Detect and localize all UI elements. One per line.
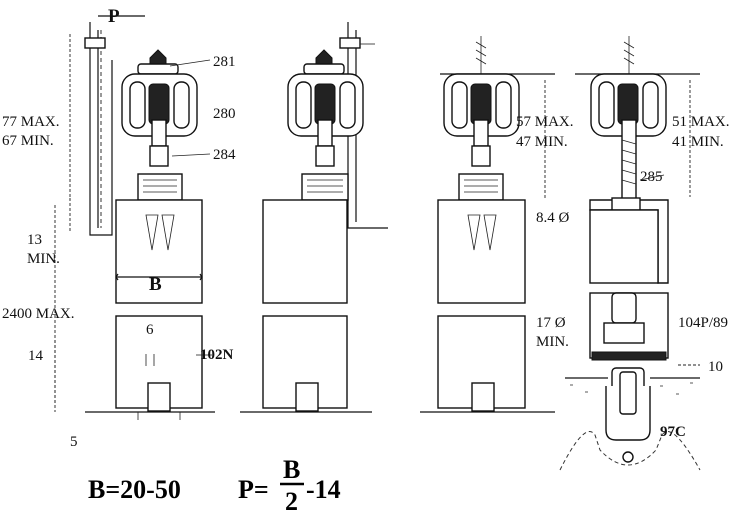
label-57-max: 57 MAX.: [516, 114, 574, 130]
formula: B=20-50 P= B 2 -14: [88, 455, 341, 515]
label-77-max: 77 MAX.: [2, 114, 60, 130]
figure-3-ceiling-mount: [420, 36, 555, 413]
label-dim-6: 6: [146, 322, 154, 338]
label-dia-8-4: 8.4 Ø: [536, 210, 570, 226]
label-67-min: 67 MIN.: [2, 133, 54, 149]
formula-b-range: B=20-50: [88, 475, 181, 504]
label-part-280: 280: [213, 106, 236, 122]
label-2400-max: 2400 MAX.: [2, 306, 75, 322]
figure-4-bracket-mount: [559, 36, 701, 471]
label-104p-89: 104P/89: [678, 315, 728, 331]
label-41-min: 41 MIN.: [672, 134, 724, 150]
figure-1-side-mount: [54, 15, 215, 420]
label-part-285: 285: [640, 169, 663, 185]
label-p-top: P: [108, 6, 120, 27]
label-part-284: 284: [213, 147, 236, 163]
formula-numerator: B: [283, 455, 300, 484]
label-part-97c: 97C: [660, 424, 686, 440]
label-51-max: 51 MAX.: [672, 114, 730, 130]
label-47-min: 47 MIN.: [516, 134, 568, 150]
label-dim-14: 14: [28, 348, 44, 364]
label-dim-10: 10: [708, 359, 723, 375]
formula-denominator: 2: [285, 487, 298, 515]
label-13-min: MIN.: [27, 251, 60, 267]
label-dim-5: 5: [70, 434, 78, 450]
formula-p-equals: P=: [238, 475, 269, 504]
figure-2-side-mount: [240, 22, 388, 413]
label-part-281: 281: [213, 54, 236, 70]
formula-suffix: -14: [306, 475, 341, 504]
label-13: 13: [27, 232, 42, 248]
label-part-102n: 102N: [200, 347, 234, 363]
label-b-width: B: [149, 274, 162, 295]
label-dia-17-min: MIN.: [536, 334, 569, 350]
label-dia-17: 17 Ø: [536, 315, 566, 331]
